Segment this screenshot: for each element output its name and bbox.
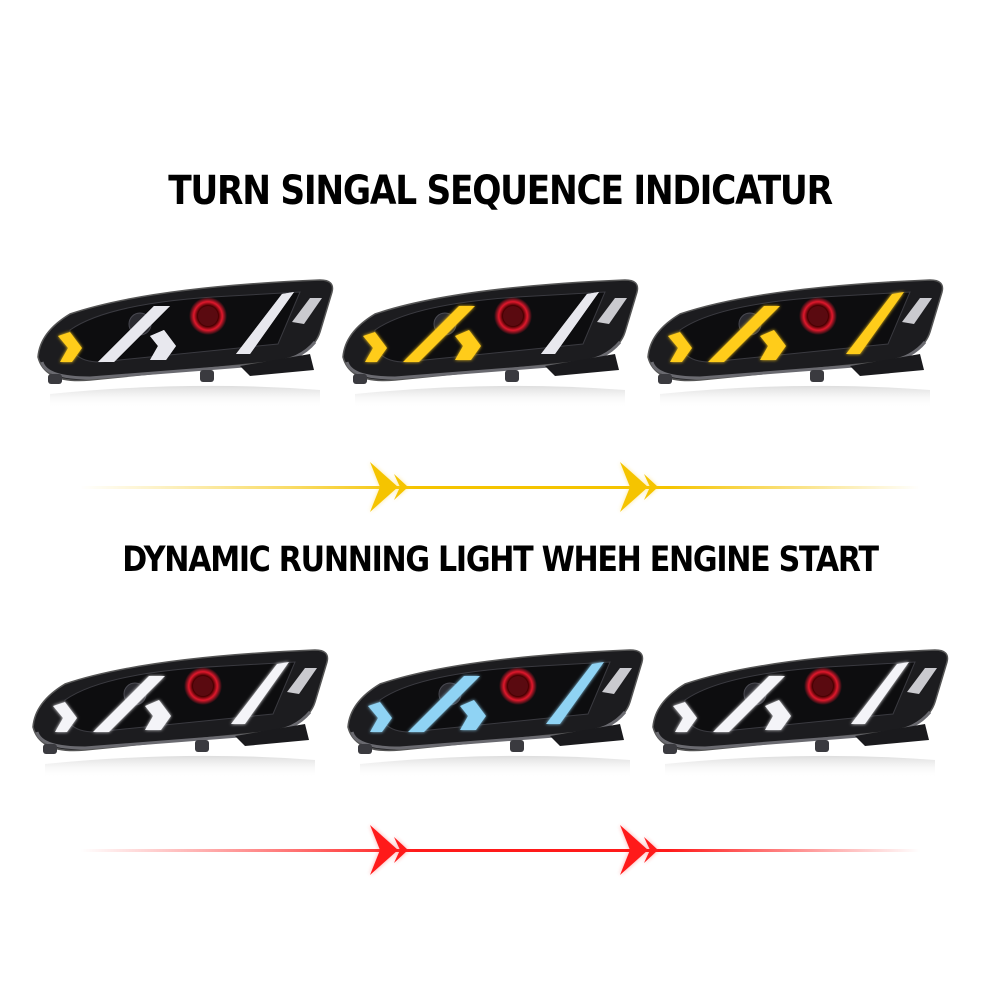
turn-signal-heading: TURN SINGAL SEQUENCE INDICATUR bbox=[168, 168, 833, 214]
yellow-flow-arrow-icon bbox=[80, 452, 920, 522]
headlight-turn-step-1 bbox=[30, 262, 350, 412]
headlight-drl-white-2 bbox=[645, 632, 965, 782]
headlight-drl-blue bbox=[340, 632, 660, 782]
running-light-heading: DYNAMIC RUNNING LIGHT WHEH ENGINE START bbox=[122, 540, 879, 580]
headlight-turn-step-2 bbox=[335, 262, 655, 412]
headlight-drl-white bbox=[25, 632, 345, 782]
red-flow-arrow-icon bbox=[80, 815, 920, 885]
headlight-turn-step-3 bbox=[640, 262, 960, 412]
